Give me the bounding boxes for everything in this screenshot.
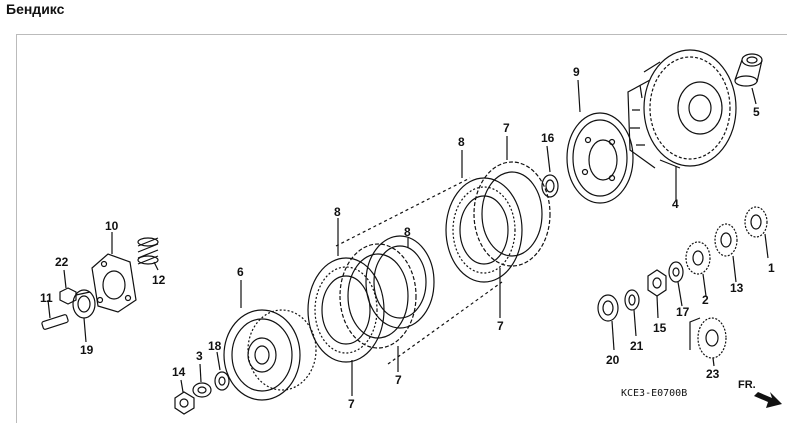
callout-20: 20: [606, 353, 620, 367]
part-18-washer: [214, 351, 230, 391]
callout-23: 23: [706, 367, 720, 381]
callout-9: 9: [573, 65, 580, 79]
part-19-bearing: [72, 289, 96, 343]
part-20-bearing: [597, 294, 619, 351]
callout-7-right: 7: [497, 319, 504, 333]
callout-19: 19: [80, 343, 94, 357]
callout-11: 11: [40, 291, 53, 305]
part-9-pressure-plate: [566, 79, 634, 204]
part-23-gear: [689, 317, 727, 367]
part-6-clutch-center: [223, 280, 317, 401]
callout-7-top: 7: [503, 121, 510, 135]
callout-16: 16: [541, 131, 555, 145]
callout-8-middle: 8: [404, 225, 411, 239]
callout-1: 1: [768, 261, 775, 275]
callout-13: 13: [730, 281, 744, 295]
part-7-friction-disc-right: [473, 136, 551, 318]
front-direction-arrow-icon: [754, 392, 782, 408]
part-13-gear: [714, 223, 738, 283]
part-7-friction-disc-left: [339, 243, 417, 396]
part-15-nut: [647, 269, 667, 319]
callout-7-middle: 7: [395, 373, 402, 387]
callout-10: 10: [105, 219, 119, 233]
callout-21: 21: [630, 339, 644, 353]
part-14-lock-nut: [174, 379, 195, 415]
page-title: Бендикс: [6, 1, 65, 17]
front-direction-label: FR.: [738, 379, 756, 391]
callout-14: 14: [172, 365, 186, 379]
callout-15: 15: [653, 321, 667, 335]
callout-2: 2: [702, 293, 709, 307]
callout-22: 22: [55, 255, 69, 269]
part-21-collar: [624, 289, 640, 337]
part-8-clutch-plate-left: [307, 218, 385, 363]
callout-3: 3: [196, 349, 203, 363]
diagram-frame: [16, 34, 787, 423]
part-10-lifter-plate: [91, 232, 137, 313]
part-11-lifter-rod: [41, 299, 69, 330]
part-1-gear: [744, 206, 769, 259]
diagram-code: KCE3-E0700B: [621, 388, 687, 399]
callout-7-bottom: 7: [348, 397, 355, 411]
part-3-lock-washer: [192, 363, 212, 398]
part-2-gear: [685, 241, 711, 297]
part-8-clutch-plate-right: [445, 150, 523, 283]
callout-4: 4: [672, 197, 679, 211]
part-5-bushing: [734, 53, 763, 105]
callout-8-right: 8: [458, 135, 465, 149]
callout-12: 12: [152, 273, 166, 287]
part-12-clutch-spring: [137, 237, 159, 271]
callout-18: 18: [208, 339, 222, 353]
callout-17: 17: [676, 305, 690, 319]
part-16-washer: [541, 145, 559, 198]
part-8-clutch-plate-middle: [365, 235, 435, 329]
callout-5: 5: [753, 105, 760, 119]
part-17-washer: [668, 261, 684, 307]
part-4-clutch-outer: [627, 49, 737, 200]
part-22-bolt: [59, 269, 91, 305]
callout-6: 6: [237, 265, 244, 279]
callout-8-left: 8: [334, 205, 341, 219]
